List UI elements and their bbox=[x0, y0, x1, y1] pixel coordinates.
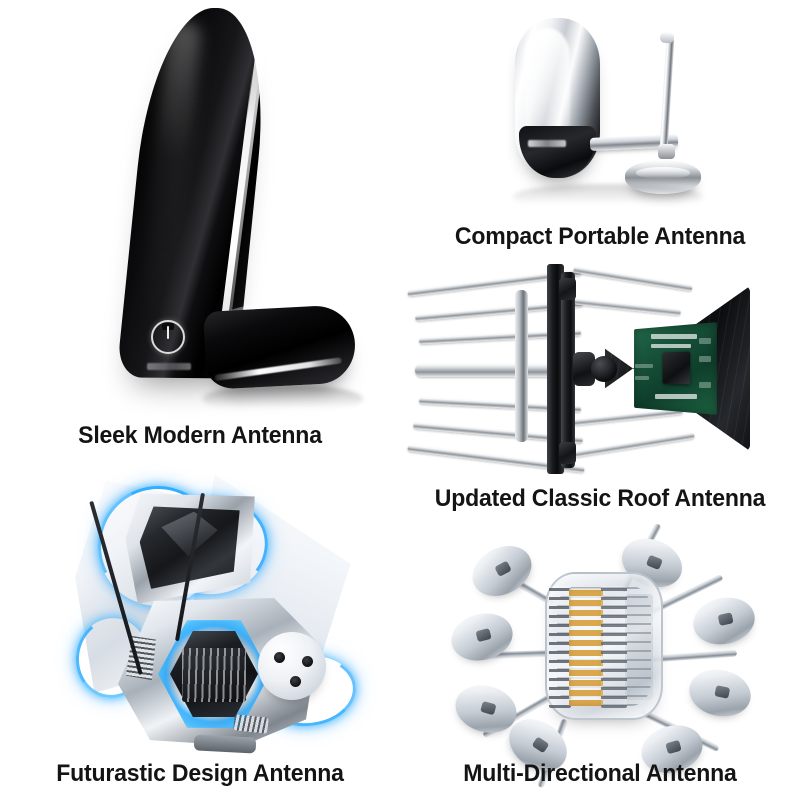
port-hole bbox=[274, 652, 285, 663]
antenna-element-rod bbox=[573, 432, 695, 458]
brand-logo-mark bbox=[528, 140, 566, 147]
round-base bbox=[625, 160, 701, 194]
surface-reflection bbox=[513, 184, 703, 210]
antenna-base-foot bbox=[203, 304, 357, 390]
left-element-comb bbox=[549, 586, 571, 708]
pcb-silkscreen bbox=[651, 334, 697, 339]
base-pad bbox=[193, 734, 257, 754]
product-card-sleek-modern-antenna[interactable] bbox=[0, 0, 400, 460]
product-card-futurastic-design-antenna[interactable] bbox=[0, 462, 400, 800]
ic-chip bbox=[662, 351, 691, 385]
rod-tip bbox=[659, 31, 675, 44]
caption-compact-portable-antenna: Compact Portable Antenna bbox=[454, 223, 746, 250]
product-image-sleek-modern-antenna bbox=[95, 7, 363, 413]
product-card-updated-classic-roof-antenna[interactable] bbox=[400, 262, 800, 520]
element-clamp bbox=[559, 278, 576, 300]
product-image-updated-classic-roof-antenna bbox=[407, 264, 800, 474]
reflector-dish bbox=[688, 592, 760, 650]
pcb-trace bbox=[699, 338, 711, 344]
gold-element-stack bbox=[569, 588, 603, 706]
right-element-comb bbox=[601, 586, 627, 708]
caption-sleek-modern-antenna: Sleek Modern Antenna bbox=[78, 422, 322, 449]
power-icon-gap bbox=[162, 323, 174, 330]
reflector-dish bbox=[463, 536, 541, 606]
pcb-trace bbox=[699, 382, 711, 388]
caption-updated-classic-roof-antenna: Updated Classic Roof Antenna bbox=[434, 485, 766, 512]
product-image-futurastic-design-antenna bbox=[62, 468, 372, 758]
main-mast bbox=[547, 264, 564, 474]
secondary-mast bbox=[515, 290, 528, 442]
product-image-multi-directional-antenna bbox=[445, 522, 765, 789]
port-hole bbox=[302, 656, 313, 667]
product-card-compact-portable-antenna[interactable] bbox=[400, 0, 800, 270]
caption-multi-directional-antenna: Multi-Directional Antenna bbox=[463, 760, 737, 787]
chrome-panel bbox=[515, 18, 600, 178]
brand-logo-mark bbox=[147, 363, 191, 370]
circular-port-plate bbox=[258, 632, 326, 700]
boom-support bbox=[561, 272, 575, 468]
product-image-compact-portable-antenna bbox=[495, 12, 745, 217]
internal-components bbox=[182, 648, 246, 702]
pcb-silkscreen bbox=[655, 394, 697, 399]
port-hole bbox=[290, 676, 301, 687]
pcb-trace bbox=[635, 376, 649, 380]
antenna-element-rod bbox=[572, 298, 682, 316]
power-icon bbox=[151, 320, 185, 354]
element-clamp bbox=[559, 442, 576, 464]
reflector-dish bbox=[684, 664, 756, 722]
product-card-multi-directional-antenna[interactable] bbox=[400, 520, 800, 800]
pcb-trace bbox=[635, 364, 653, 368]
lower-vent-grille bbox=[233, 714, 269, 734]
mounting-collar bbox=[573, 352, 595, 386]
pcb-silkscreen bbox=[651, 344, 691, 348]
antenna-element-rod bbox=[572, 408, 684, 426]
rod-joint bbox=[658, 144, 675, 159]
caption-futurastic-design-antenna: Futurastic Design Antenna bbox=[56, 760, 344, 787]
surface-reflection bbox=[203, 385, 363, 413]
pcb-trace bbox=[699, 356, 711, 362]
center-hub bbox=[591, 356, 617, 382]
antenna-element-rod bbox=[573, 266, 693, 292]
